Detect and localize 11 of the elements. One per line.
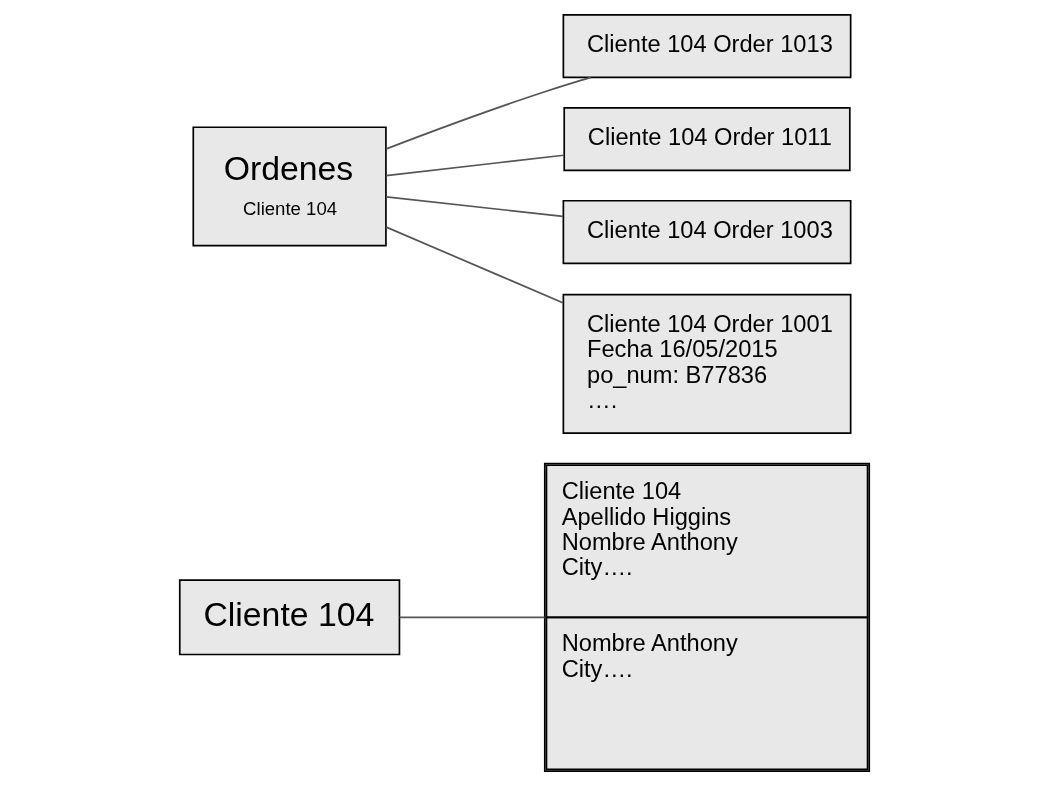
node-box: Cliente 104 Order 1001 Fecha 16/05/2015 po_num: B77836 …. xyxy=(562,293,851,434)
connector xyxy=(384,226,564,304)
node-box: Cliente 104 Order 1003 xyxy=(562,199,851,265)
connector xyxy=(384,196,564,218)
node-box: Ordenes Cliente 104 xyxy=(191,126,387,247)
connector xyxy=(398,616,546,619)
node-box: Cliente 104 Order 1011 xyxy=(562,107,851,172)
node-box: Cliente 104 Order 1013 xyxy=(562,14,851,79)
connector xyxy=(384,154,564,177)
connector xyxy=(385,76,592,150)
node-box: Cliente 104 xyxy=(178,579,400,656)
